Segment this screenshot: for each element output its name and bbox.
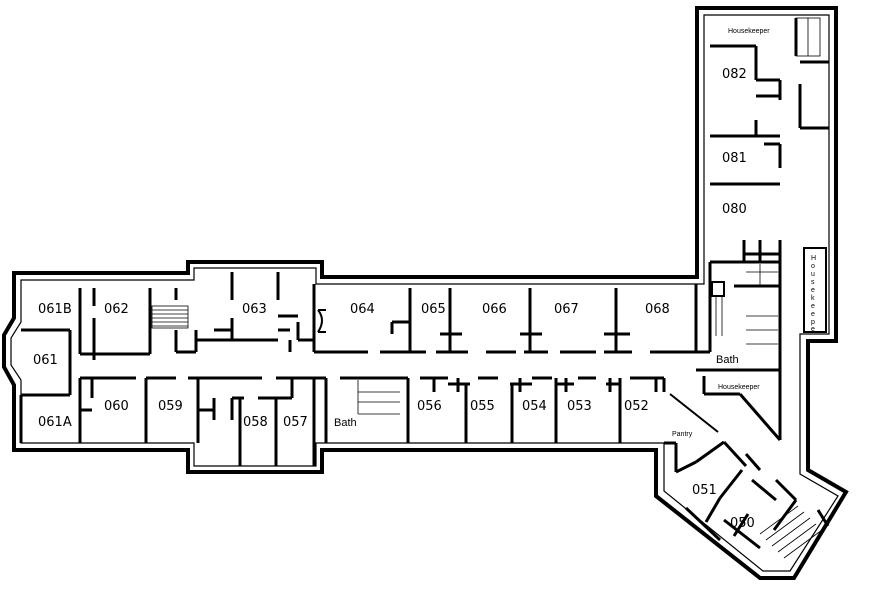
room-labels: 061B 062 063 064 065 066 067 068 061 061…	[33, 67, 755, 531]
room-label-056: 056	[417, 399, 442, 414]
vertical-letter: o	[811, 263, 815, 270]
room-label-066: 066	[482, 302, 507, 317]
pantry-label: Pantry	[672, 431, 693, 438]
bath-label-east: Bath	[716, 354, 739, 366]
vertical-letter: p	[811, 319, 815, 326]
room-label-054: 054	[522, 399, 547, 414]
vertical-letter: e	[811, 287, 815, 294]
vertical-letter: H	[811, 255, 816, 262]
room-label-068: 068	[645, 302, 670, 317]
utility-labels: Housekeeper Housekeeper Bath Bath Pantry…	[334, 28, 816, 438]
vertical-letter: e	[811, 326, 815, 333]
stair-southeast	[759, 505, 823, 559]
room-label-067: 067	[554, 302, 579, 317]
room-label-061A: 061A	[38, 415, 72, 430]
north-rooms-walls	[21, 272, 710, 397]
vertical-letter: s	[811, 279, 815, 286]
room-label-057: 057	[283, 415, 308, 430]
vertical-letter: u	[811, 271, 815, 278]
room-label-052: 052	[624, 399, 649, 414]
room-label-058: 058	[243, 415, 268, 430]
room-label-064: 064	[350, 302, 375, 317]
room-label-063: 063	[242, 302, 267, 317]
vertical-letter: e	[811, 303, 815, 310]
room-label-081: 081	[722, 151, 747, 166]
room-label-053: 053	[567, 399, 592, 414]
housekeeper-label-vertical: H o u s e k e e p e	[811, 255, 816, 333]
room-label-082: 082	[722, 67, 747, 82]
junction-walls	[696, 17, 829, 441]
exterior-walls	[1, 6, 849, 580]
room-label-055: 055	[470, 399, 495, 414]
room-label-059: 059	[158, 399, 183, 414]
south-rooms-walls	[19, 376, 666, 466]
housekeeper-label-top: Housekeeper	[728, 28, 770, 35]
room-label-062: 062	[104, 302, 129, 317]
room-label-061B: 061B	[38, 302, 72, 317]
room-label-060: 060	[104, 399, 129, 414]
southeast-wing-walls	[664, 393, 830, 559]
vertical-letter: k	[811, 295, 815, 302]
room-label-051: 051	[692, 483, 717, 498]
housekeeper-label-mid: Housekeeper	[718, 384, 760, 391]
room-label-061: 061	[33, 353, 58, 368]
room-label-080: 080	[722, 202, 747, 217]
room-label-050: 050	[730, 516, 755, 531]
vertical-letter: e	[811, 311, 815, 318]
bath-label-west: Bath	[334, 417, 357, 429]
room-label-065: 065	[421, 302, 446, 317]
